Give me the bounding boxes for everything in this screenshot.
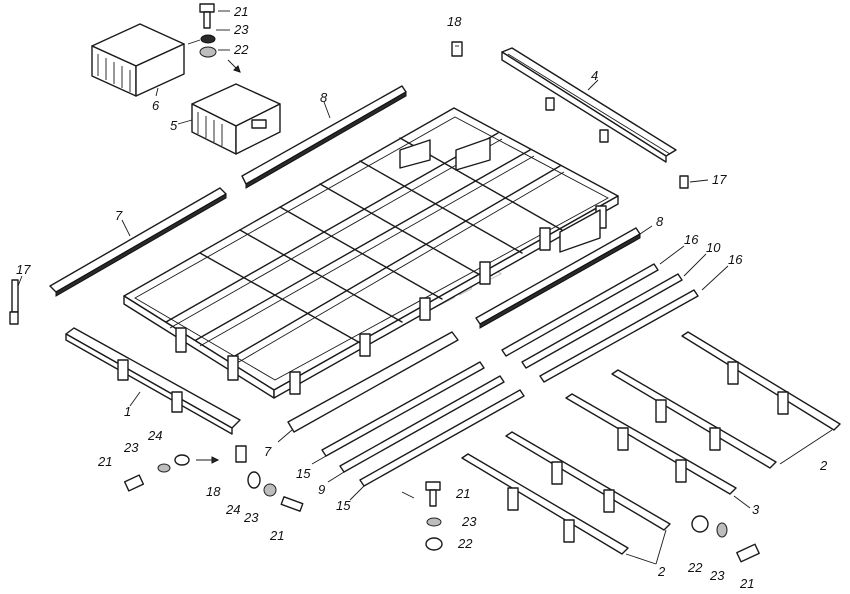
nut-icon [691,515,709,533]
part-15-rail-a [321,361,485,457]
left-fastener-group [123,454,220,492]
bolt-head-icon [199,3,215,13]
callout-23-mid: 23 [243,510,259,525]
callout-22-top: 22 [233,42,249,57]
callout-17-left: 17 [16,262,31,277]
callout-23-left: 23 [123,440,139,455]
callout-21-left: 21 [97,454,112,469]
bolt-shank-icon [429,489,437,507]
right-fastener-group [691,515,760,563]
leader-lines [17,10,833,565]
part-2-stand-a [681,331,841,431]
mid-fastener-group [247,471,304,512]
part-4-cross-beam [501,47,677,163]
part-3-stand [565,393,737,495]
part-8-rail-top [241,85,407,189]
callout-23-right: 23 [709,568,725,583]
callout-16-a: 16 [684,232,699,247]
bolt-icon [280,496,304,512]
bolt-icon [736,543,760,563]
callout-18-top: 18 [447,14,462,29]
callout-21-center: 21 [455,486,470,501]
callout-8-right: 8 [656,214,664,229]
part-18-clip-top [451,41,463,57]
part-7-rail-bottom [287,331,459,433]
part-6-storage-box [91,23,185,97]
washer-icon [200,34,216,44]
callout-23-center: 23 [461,514,477,529]
part-1-side-beam [65,327,241,435]
callout-4: 4 [591,68,598,83]
top-fastener-stack [187,3,241,73]
callout-15-b: 15 [336,498,351,513]
part-18-clip-bottom [235,445,247,463]
part-7-rail-left [49,187,227,297]
callout-6: 6 [152,98,160,113]
callout-2-bottom: 2 [657,564,666,579]
callout-24-mid: 24 [225,502,240,517]
callout-9: 9 [318,482,325,497]
center-fastener-group [401,481,443,551]
part-9-rail [339,375,505,473]
bolt-shank-icon [203,11,211,29]
part-2-stand-c [505,431,671,531]
callout-2-right: 2 [819,458,828,473]
part-2-stand-b [611,369,777,469]
nut-icon [425,537,443,551]
callout-17-right: 17 [712,172,727,187]
part-16-rail-a [501,263,659,357]
callout-3: 3 [752,502,760,517]
part-17-bracket-left [9,279,19,325]
washer-24-icon [174,454,190,466]
callout-16-b: 16 [728,252,743,267]
part-5-storage-box [191,83,281,155]
washer-23-icon [263,483,277,497]
bolt-icon [123,474,145,492]
callout-8-top: 8 [320,90,328,105]
washer-icon [426,517,442,527]
callout-22-center: 22 [457,536,473,551]
part-16-rail-b [539,289,699,383]
callout-15-a: 15 [296,466,311,481]
platform-frame [123,107,619,399]
part-2-stand-d [461,453,629,555]
callout-21-top: 21 [233,4,248,19]
washer-24-icon [247,471,261,489]
callout-7-left: 7 [115,208,123,223]
callout-7-bottom: 7 [264,444,272,459]
callout-21-mid: 21 [269,528,284,543]
nut-icon [199,46,217,58]
part-17-bracket-right [679,175,689,189]
callout-23-top: 23 [233,22,249,37]
part-15-rail-b [359,389,525,487]
washer-icon [157,463,171,473]
callout-10: 10 [706,240,721,255]
callout-1: 1 [124,404,131,419]
callout-21-right: 21 [739,576,754,591]
callout-18-bottom: 18 [206,484,221,499]
callout-5: 5 [170,118,178,133]
callout-24-left: 24 [147,428,162,443]
callout-22-right: 22 [687,560,703,575]
bolt-head-icon [425,481,441,491]
callout-labels: 21 23 22 18 6 5 8 4 17 7 17 8 16 10 16 1… [16,4,828,591]
part-10-rail [521,273,683,369]
washer-icon [716,522,728,538]
